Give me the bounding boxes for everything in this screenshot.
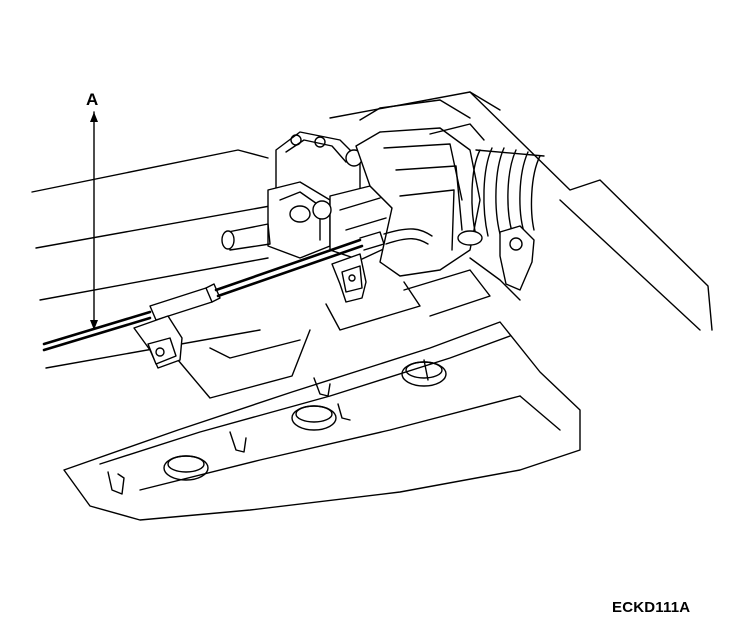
cover-clips: [107, 359, 429, 495]
cylinder-head-cover: [63, 257, 581, 521]
cable-bracket-right: [331, 253, 367, 303]
throttle-body: [221, 131, 393, 261]
intake-hose: [355, 99, 485, 277]
callout-a-leader: [90, 111, 98, 330]
cable-bracket-left: [133, 315, 183, 369]
accelerator-cable: [42, 228, 433, 352]
callout-a-label: A: [86, 90, 99, 109]
engine-bay-outline: [31, 91, 713, 369]
ribbed-hose: [457, 147, 545, 291]
figure-code: ECKD111A: [612, 599, 691, 616]
